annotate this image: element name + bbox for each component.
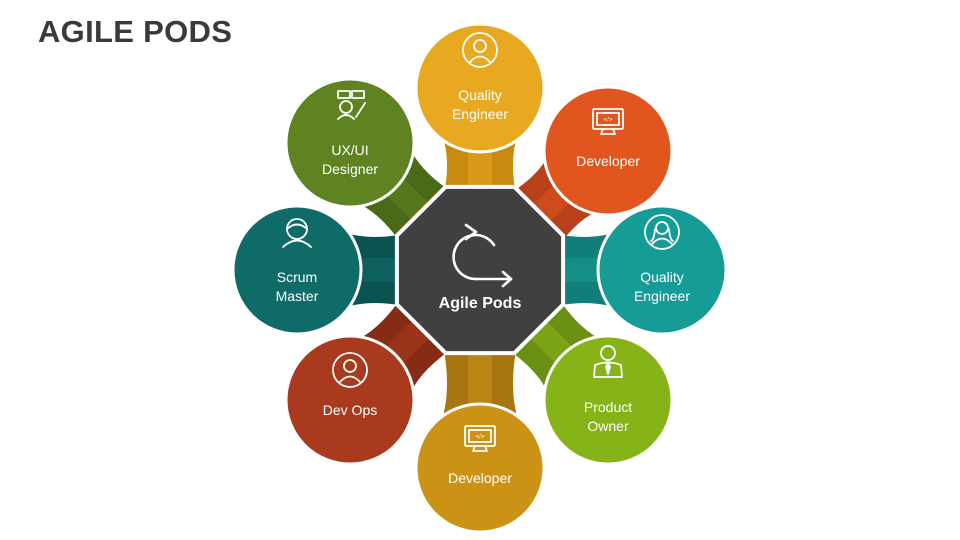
businessman-icon bbox=[593, 345, 623, 378]
pod-circle-scrum-master bbox=[231, 204, 363, 336]
pod-node-dev-ops: Dev Ops bbox=[284, 334, 416, 466]
pod-circle-product-owner bbox=[542, 334, 674, 466]
pod-label-scrum-master-line1: Scrum bbox=[277, 269, 317, 285]
pod-circle-ux-ui-designer bbox=[284, 77, 416, 209]
monitor-code-icon: </> bbox=[592, 108, 624, 135]
pod-circle-developer-top bbox=[542, 85, 674, 217]
pod-label-quality-engineer-right-line2: Engineer bbox=[634, 288, 690, 304]
pod-node-developer-top: </> Developer bbox=[542, 85, 674, 217]
pod-label-quality-engineer-top-line2: Engineer bbox=[452, 106, 508, 122]
user-icon bbox=[462, 32, 498, 68]
monitor-code-icon: </> bbox=[464, 425, 496, 452]
pod-label-product-owner-line1: Product bbox=[584, 399, 632, 415]
pod-label-scrum-master-line2: Master bbox=[276, 288, 319, 304]
center-hub: Agile Pods bbox=[394, 184, 566, 356]
agile-cycle-icon bbox=[452, 223, 513, 288]
center-label: Agile Pods bbox=[439, 295, 522, 312]
pod-label-developer-bottom: Developer bbox=[448, 470, 512, 486]
svg-text:</>: </> bbox=[604, 118, 613, 124]
pod-label-ux-ui-designer-line2: Designer bbox=[322, 161, 378, 177]
pod-label-quality-engineer-right-line1: Quality bbox=[640, 269, 684, 285]
pod-label-product-owner-line2: Owner bbox=[587, 418, 629, 434]
pod-circle-developer-bottom bbox=[414, 402, 546, 534]
pod-label-quality-engineer-top-line1: Quality bbox=[458, 87, 502, 103]
pod-circle-dev-ops bbox=[284, 334, 416, 466]
svg-text:</>: </> bbox=[476, 435, 485, 441]
page-title: AGILE PODS bbox=[38, 14, 233, 49]
female-user-icon bbox=[644, 214, 680, 250]
user-icon bbox=[332, 352, 368, 388]
pod-nodes: QualityEngineer</>DeveloperQualityEngine… bbox=[231, 22, 728, 534]
pod-node-ux-ui-designer: UX/UI Designer bbox=[284, 77, 416, 209]
pod-label-ux-ui-designer-line1: UX/UI bbox=[331, 142, 368, 158]
designer-icon bbox=[337, 90, 366, 120]
pod-label-dev-ops: Dev Ops bbox=[323, 402, 377, 418]
center-octagon bbox=[394, 184, 566, 356]
pod-label-developer-top: Developer bbox=[576, 153, 640, 169]
pod-circle-quality-engineer-right bbox=[596, 204, 728, 336]
user-headset-icon bbox=[282, 218, 312, 248]
pod-node-developer-bottom: </> Developer bbox=[414, 402, 546, 534]
pod-circle-quality-engineer-top bbox=[414, 22, 546, 154]
